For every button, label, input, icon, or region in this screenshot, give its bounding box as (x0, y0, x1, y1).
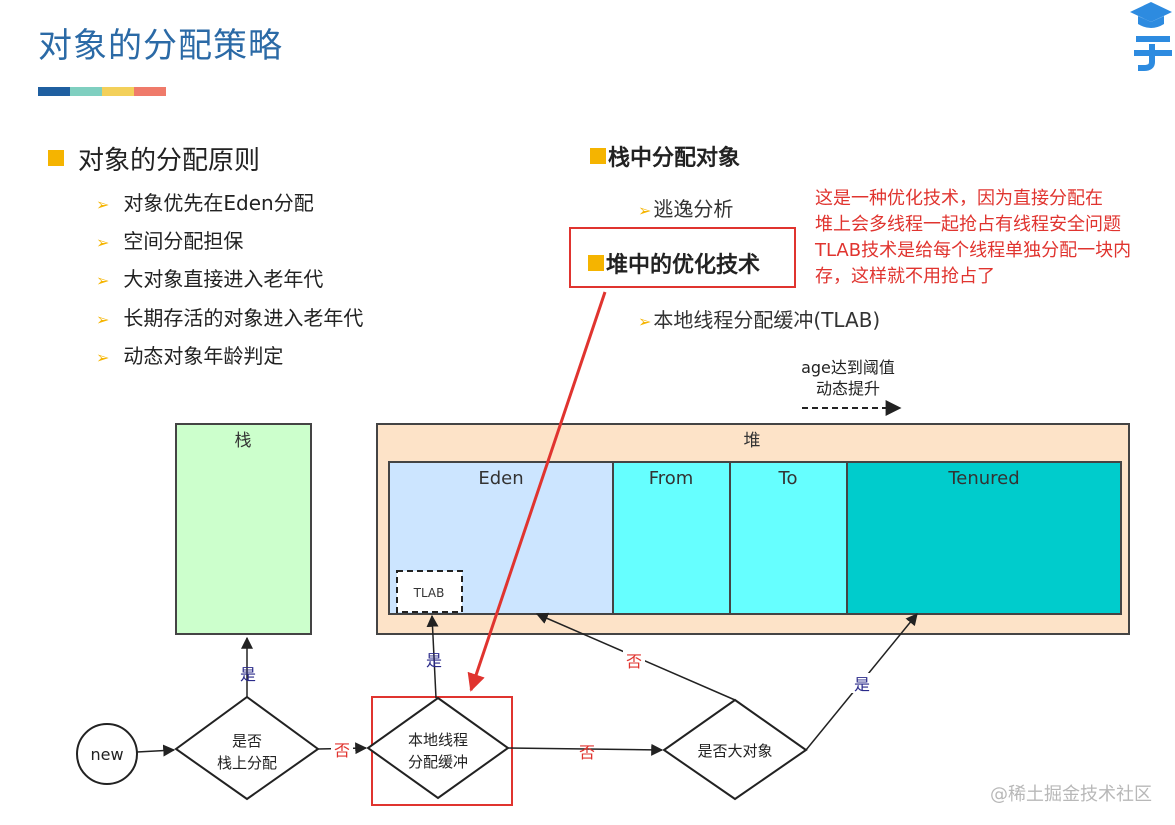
title-bar-segment-4 (134, 87, 166, 96)
bullet-square-icon (48, 150, 64, 166)
bullet-square-icon (588, 255, 604, 271)
new-to-d1-arrow (136, 744, 176, 757)
bullet-square-icon (590, 148, 606, 164)
d3-yes-label-bg (851, 673, 873, 693)
tenured-label: Tenured (947, 468, 1019, 489)
eden-label: Eden (478, 468, 523, 489)
title-bar-segment-3 (102, 87, 134, 96)
arrow-bullet-icon: ➢ (96, 348, 110, 367)
d2-line2: 分配缓冲 (408, 753, 468, 771)
stack-region (175, 423, 312, 635)
d1-yes-label: 是 (240, 665, 256, 684)
tlab-decision (366, 696, 510, 800)
arrow-bullet-icon: ➢ (96, 271, 110, 290)
d3-no-label-bg (623, 650, 645, 670)
heap-label: 堆 (744, 431, 761, 451)
d3-label: 是否大对象 (697, 742, 772, 760)
age-threshold-label: age达到阈值 (801, 358, 895, 377)
principle-item-3: ➢大对象直接进入老年代 (96, 267, 324, 291)
from-space (612, 461, 731, 615)
new-label: new (90, 745, 123, 764)
tlab-explanation-note: 这是一种优化技术，因为直接分配在 堆上会多线程一起抢占有线程安全问题 TLAB技… (815, 188, 1132, 287)
escape-analysis-item: ➢逃逸分析 (638, 197, 734, 221)
to-space (729, 461, 848, 615)
title-bar-segment-2 (70, 87, 102, 96)
principles-heading: 对象的分配原则 (48, 140, 260, 177)
stack-label: 栈 (235, 431, 252, 451)
tenured-space (846, 461, 1122, 615)
principle-item-4: ➢长期存活的对象进入老年代 (96, 306, 364, 330)
graduation-cap-icon (1130, 2, 1172, 71)
principle-item-2: ➢空间分配担保 (96, 229, 244, 253)
heap-opt-highlight-box (569, 227, 796, 288)
d2-no-arrow (507, 743, 664, 756)
stack-alloc-decision (174, 695, 320, 801)
d2-yes-arrow (426, 614, 439, 699)
tlab-block (396, 570, 463, 613)
from-label: From (649, 468, 694, 489)
d3-no-label: 否 (626, 652, 642, 671)
red-annotation-arrow (467, 291, 607, 692)
arrow-bullet-icon: ➢ (96, 310, 110, 329)
d2-yes-label: 是 (426, 651, 442, 670)
stack-alloc-heading: 栈中分配对象 (590, 140, 740, 172)
d3-yes-label: 是 (854, 675, 870, 694)
to-label: To (778, 468, 798, 489)
arrow-bullet-icon: ➢ (638, 312, 652, 331)
d2-no-label: 否 (579, 743, 595, 762)
watermark: @稀土掘金技术社区 (990, 784, 1152, 805)
heap-opt-heading: 堆中的优化技术 (588, 247, 760, 279)
new-node (76, 723, 138, 785)
d1-no-label-bg (331, 739, 353, 759)
title-bar-segment-1 (38, 87, 70, 96)
d2-line1: 本地线程 (408, 731, 468, 749)
tlab-item: ➢本地线程分配缓冲(TLAB) (638, 308, 881, 332)
arrow-bullet-icon: ➢ (96, 233, 110, 252)
dynamic-promotion-label: 动态提升 (816, 379, 880, 398)
large-object-decision (662, 698, 808, 801)
d1-line2: 栈上分配 (217, 754, 277, 772)
arrow-bullet-icon: ➢ (96, 195, 110, 214)
page-title: 对象的分配策略 (38, 26, 283, 66)
principle-item-1: ➢对象优先在Eden分配 (96, 191, 314, 215)
d1-no-label: 否 (334, 741, 350, 760)
tlab-label: TLAB (413, 586, 445, 600)
arrow-bullet-icon: ➢ (638, 201, 652, 220)
principle-item-5: ➢动态对象年龄判定 (96, 344, 284, 368)
d1-line1: 是否 (232, 732, 262, 750)
